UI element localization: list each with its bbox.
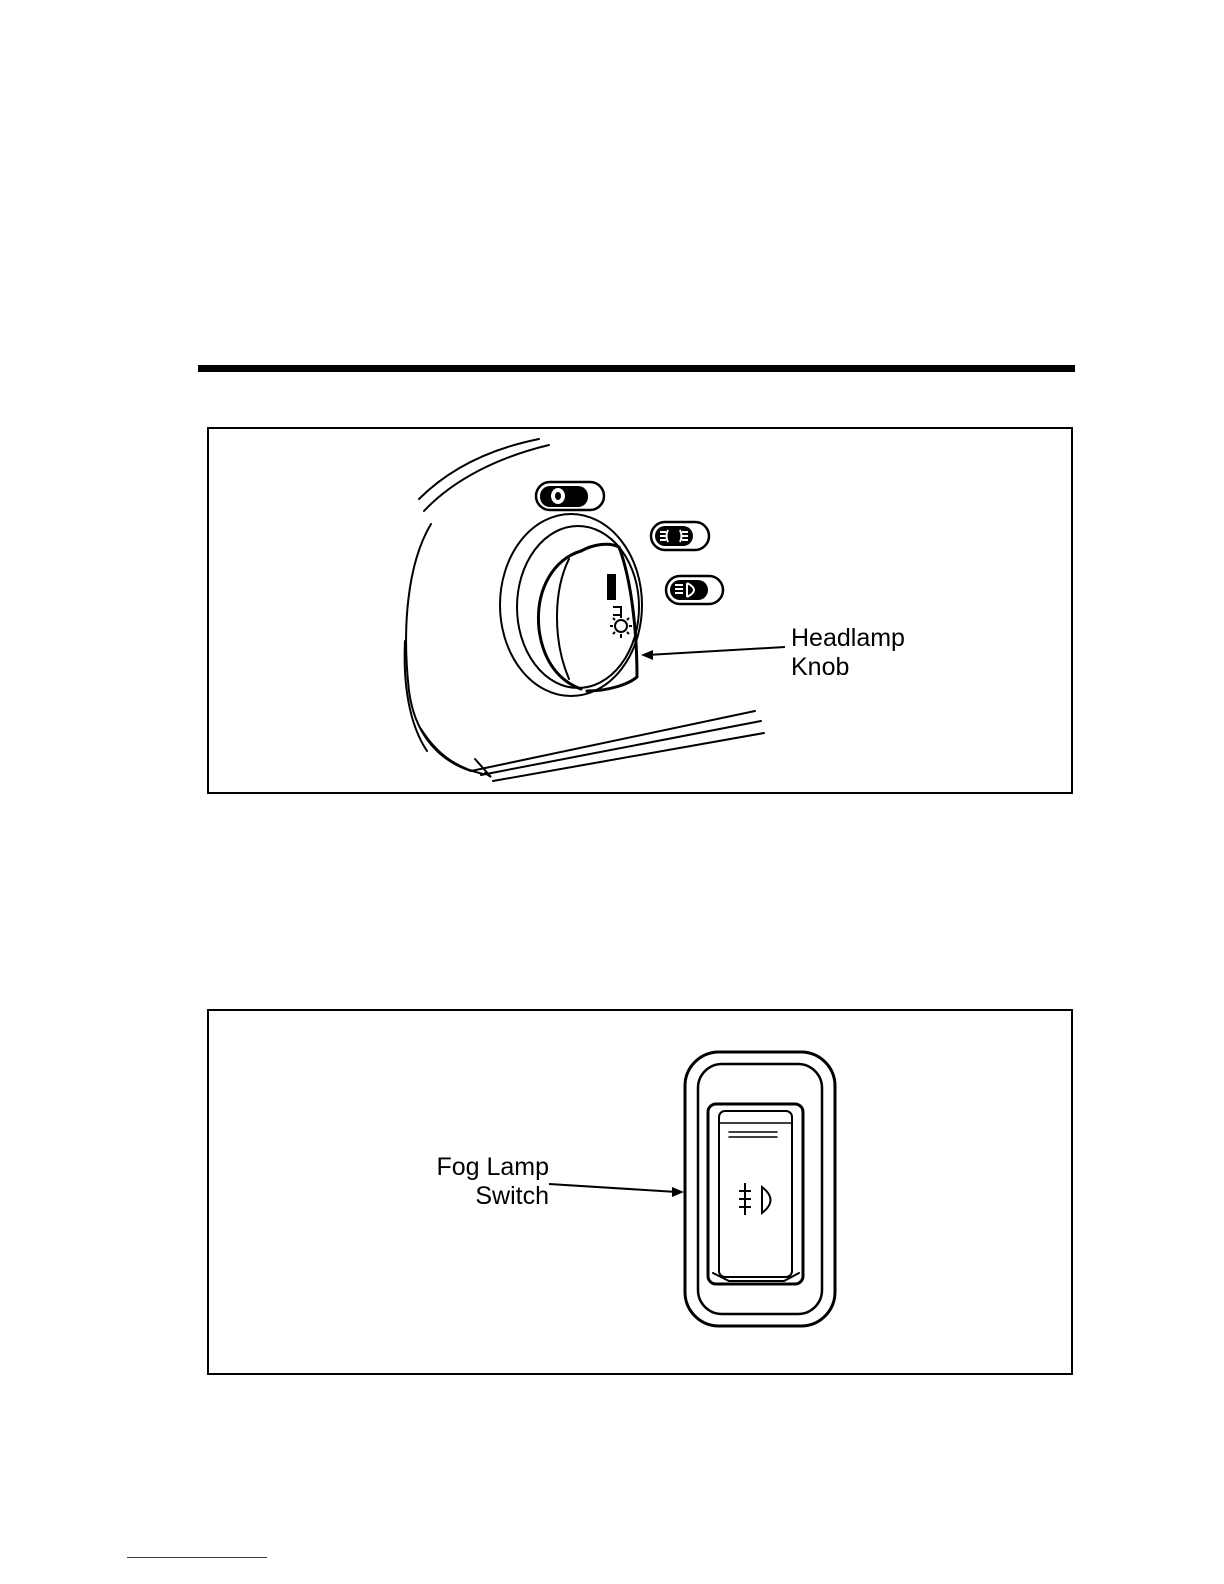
- fog-lamp-icon: [739, 1183, 771, 1215]
- fog-lamp-switch-figure: Fog Lamp Switch: [207, 1009, 1073, 1375]
- headlamp-label-line2: Knob: [791, 653, 905, 682]
- parking-lamp-icon: [651, 522, 709, 550]
- headlamp-knob-figure: Headlamp Knob: [207, 427, 1073, 794]
- fog-lamp-icon: [666, 576, 723, 604]
- headlamp-label-line1: Headlamp: [791, 624, 905, 653]
- fog-label-line1: Fog Lamp: [399, 1153, 549, 1182]
- off-icon: [536, 482, 604, 510]
- headlamp-knob-leader: [641, 647, 785, 660]
- headlamp-knob-illustration: [209, 429, 1075, 796]
- headlamp-knob-label: Headlamp Knob: [791, 624, 905, 682]
- footer-rule: [127, 1557, 267, 1558]
- headlamp-icon: [610, 607, 632, 638]
- fog-lamp-switch-leader: [549, 1184, 684, 1197]
- fog-lamp-switch-label: Fog Lamp Switch: [399, 1153, 549, 1211]
- fog-lamp-switch-illustration: [209, 1011, 1075, 1377]
- fog-label-line2: Switch: [399, 1182, 549, 1211]
- section-divider-rule: [198, 365, 1075, 372]
